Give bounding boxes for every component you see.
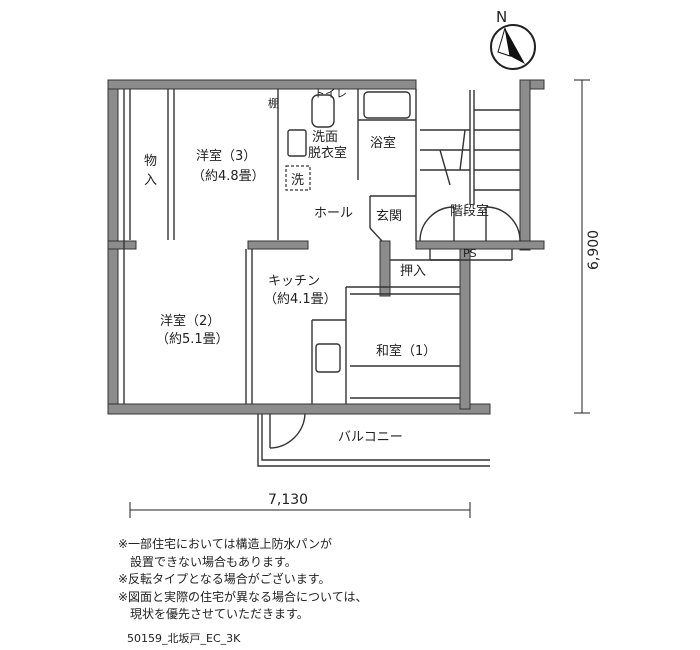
room-oshiire: 押入 (400, 264, 426, 279)
note-line: ※反転タイプとなる場合がございます。 (118, 572, 331, 586)
room-yokushitsu: 浴室 (370, 135, 396, 151)
dimension-lines (129, 79, 590, 518)
room-youshitsu3-name: 洋室（3） (196, 148, 256, 164)
compass: N (490, 8, 536, 70)
room-senmen-1: 洗面 (312, 130, 338, 145)
note-line: 現状を優先させていただきます。 (118, 607, 309, 621)
room-ps: PS (463, 247, 477, 260)
walls (107, 79, 545, 415)
room-balcony: バルコニー (338, 430, 403, 445)
note-line: ※一部住宅においては構造上防水パンが (118, 537, 333, 551)
interior-lines (123, 89, 521, 467)
room-hall: ホール (314, 206, 353, 221)
room-kitchen-size: （約4.1畳） (264, 292, 337, 307)
room-senmen-2: 脱衣室 (308, 145, 347, 161)
room-kaidan: 階段室 (450, 203, 489, 219)
plan-code: 50159_北坂戸_EC_3K (127, 632, 241, 645)
dimension-height: 6,900 (586, 230, 602, 270)
room-monoire-1: 物 (144, 154, 157, 169)
note-line: 設置できない場合もあります。 (118, 554, 297, 569)
room-youshitsu3-size: （約4.8畳） (192, 169, 265, 184)
room-monoire-2: 入 (144, 173, 157, 188)
dimension-width: 7,130 (268, 492, 308, 508)
compass-label: N (496, 8, 507, 26)
room-tana: 棚 (268, 96, 279, 110)
room-toilet: トイレ (314, 87, 347, 100)
room-youshitsu2-size: （約5.1畳） (156, 332, 229, 347)
room-youshitsu2-name: 洋室（2） (160, 313, 220, 329)
note-line: ※図面と実際の住宅が異なる場合については、 (118, 589, 368, 604)
room-genkan: 玄関 (376, 209, 402, 224)
room-kitchen-name: キッチン (268, 274, 320, 289)
laundry-space (285, 165, 311, 191)
room-sen: 洗 (291, 173, 304, 188)
notes: ※一部住宅においては構造上防水パンが 設置できない場合もあります。 ※反転タイプ… (118, 536, 367, 624)
room-washitsu1-name: 和室（1） (376, 343, 436, 359)
